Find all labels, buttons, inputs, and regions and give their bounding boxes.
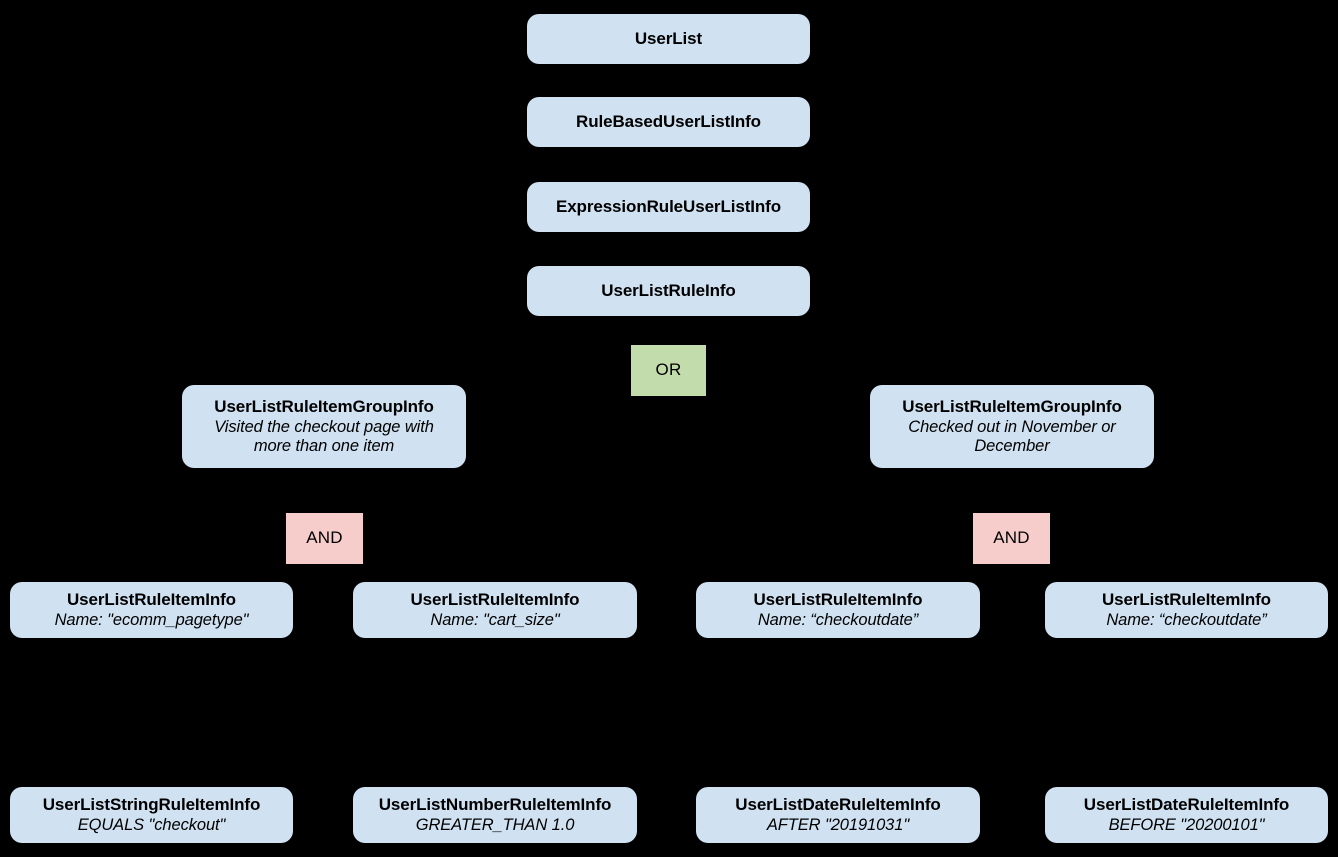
node-title: UserListRuleItemInfo bbox=[67, 589, 236, 609]
node-group-right[interactable]: UserListRuleItemGroupInfo Checked out in… bbox=[870, 385, 1154, 468]
node-subtitle-line2: December bbox=[974, 437, 1050, 456]
node-user-list[interactable]: UserList bbox=[527, 14, 810, 64]
node-rule-item-3[interactable]: UserListRuleItemInfo Name: “checkoutdate… bbox=[696, 582, 980, 638]
node-leaf-2[interactable]: UserListNumberRuleItemInfo GREATER_THAN … bbox=[353, 787, 637, 843]
node-rule-item-1[interactable]: UserListRuleItemInfo Name: "ecomm_pagety… bbox=[10, 582, 293, 638]
node-leaf-3[interactable]: UserListDateRuleItemInfo AFTER "20191031… bbox=[696, 787, 980, 843]
node-title: UserList bbox=[634, 28, 703, 48]
operator-label: AND bbox=[993, 528, 1030, 548]
node-rule-item-2[interactable]: UserListRuleItemInfo Name: "cart_size" bbox=[353, 582, 637, 638]
node-leaf-1[interactable]: UserListStringRuleItemInfo EQUALS "check… bbox=[10, 787, 293, 843]
operator-label: OR bbox=[655, 360, 682, 380]
operator-label: AND bbox=[306, 528, 343, 548]
node-title: UserListStringRuleItemInfo bbox=[42, 794, 261, 814]
node-subtitle-line2: more than one item bbox=[253, 437, 395, 456]
node-title: UserListRuleItemGroupInfo bbox=[902, 396, 1122, 416]
node-subtitle: Name: “checkoutdate” bbox=[1106, 610, 1267, 629]
node-title: UserListRuleItemInfo bbox=[410, 589, 580, 609]
node-title: UserListRuleItemGroupInfo bbox=[214, 396, 434, 416]
node-and-operator-left[interactable]: AND bbox=[286, 513, 363, 564]
node-subtitle: GREATER_THAN 1.0 bbox=[415, 815, 575, 834]
node-leaf-4[interactable]: UserListDateRuleItemInfo BEFORE "2020010… bbox=[1045, 787, 1328, 843]
node-subtitle: EQUALS "checkout" bbox=[77, 815, 226, 834]
node-title: UserListRuleItemInfo bbox=[753, 589, 923, 609]
node-rule-item-4[interactable]: UserListRuleItemInfo Name: “checkoutdate… bbox=[1045, 582, 1328, 638]
node-title: UserListNumberRuleItemInfo bbox=[378, 794, 612, 814]
node-group-left[interactable]: UserListRuleItemGroupInfo Visited the ch… bbox=[182, 385, 466, 468]
node-subtitle-line1: Visited the checkout page with bbox=[214, 417, 434, 436]
node-subtitle: Name: “checkoutdate” bbox=[757, 610, 919, 629]
node-subtitle-line1: Checked out in November or bbox=[908, 417, 1116, 436]
node-title: UserListRuleItemInfo bbox=[1102, 589, 1271, 609]
node-or-operator[interactable]: OR bbox=[631, 345, 706, 396]
node-title: UserListDateRuleItemInfo bbox=[735, 794, 941, 814]
node-subtitle: Name: "cart_size" bbox=[430, 610, 560, 629]
node-title: RuleBasedUserListInfo bbox=[576, 111, 761, 131]
node-title: UserListDateRuleItemInfo bbox=[1083, 794, 1290, 814]
node-subtitle: AFTER "20191031" bbox=[766, 815, 910, 834]
node-subtitle: Name: "ecomm_pagetype" bbox=[54, 610, 249, 629]
node-rule-based-user-list-info[interactable]: RuleBasedUserListInfo bbox=[527, 97, 810, 147]
node-user-list-rule-info[interactable]: UserListRuleInfo bbox=[527, 266, 810, 316]
node-subtitle: BEFORE "20200101" bbox=[1108, 815, 1265, 834]
node-title: ExpressionRuleUserListInfo bbox=[555, 196, 782, 216]
node-title: UserListRuleInfo bbox=[601, 280, 736, 300]
node-and-operator-right[interactable]: AND bbox=[973, 513, 1050, 564]
node-expression-rule-user-list-info[interactable]: ExpressionRuleUserListInfo bbox=[527, 182, 810, 232]
